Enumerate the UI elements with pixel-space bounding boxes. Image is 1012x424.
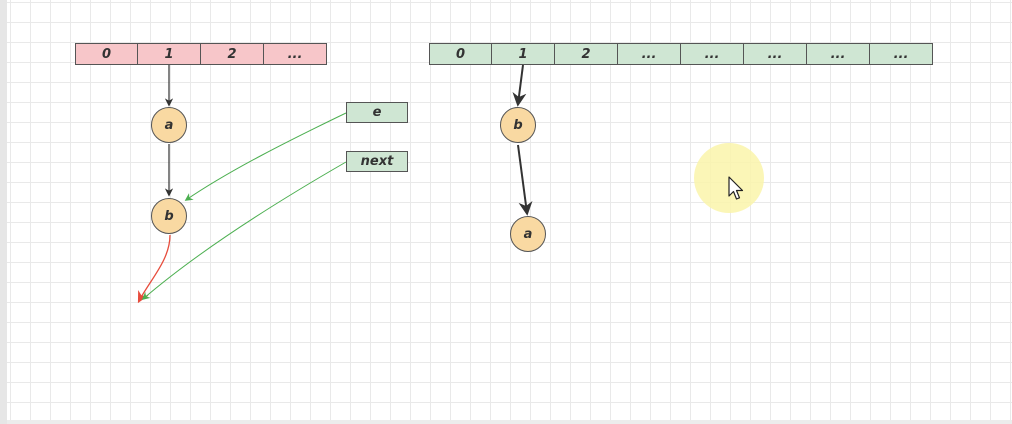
new-node-a[interactable]: a [510, 216, 546, 252]
new-table-cell-5[interactable]: ... [744, 43, 807, 65]
new-b-to-a-arrow[interactable] [517, 144, 533, 216]
new-node-b[interactable]: b [500, 107, 536, 143]
new-table-cell-0[interactable]: 0 [429, 43, 492, 65]
e-pointer-arrow[interactable] [184, 112, 347, 201]
pointer-next[interactable]: next [346, 151, 408, 172]
old-node-b[interactable]: b [151, 198, 187, 234]
old-node-a[interactable]: a [151, 107, 187, 143]
new-table-cell-6[interactable]: ... [807, 43, 870, 65]
new-table-cell-4[interactable]: ... [681, 43, 744, 65]
new-table-cell-2[interactable]: 2 [555, 43, 618, 65]
new-table-cell-7[interactable]: ... [870, 43, 933, 65]
bottom-scrollbar[interactable] [7, 420, 1012, 424]
mouse-cursor-icon [728, 176, 744, 200]
old-table-cell-0[interactable]: 0 [75, 43, 138, 65]
new-table-cell-3[interactable]: ... [618, 43, 681, 65]
b-next-null-arrow[interactable] [137, 234, 171, 304]
old-table-cell-3[interactable]: ... [264, 43, 327, 65]
new-table-array: 0 1 2 ... ... ... ... ... [429, 43, 933, 65]
pointer-e[interactable]: e [346, 102, 408, 123]
old-table-cell-2[interactable]: 2 [201, 43, 264, 65]
old-table-cell-1[interactable]: 1 [138, 43, 201, 65]
old-table-array: 0 1 2 ... [75, 43, 327, 65]
next-pointer-arrow[interactable] [141, 161, 347, 301]
new-cell1-to-b-arrow[interactable] [512, 64, 527, 107]
new-table-cell-1[interactable]: 1 [492, 43, 555, 65]
